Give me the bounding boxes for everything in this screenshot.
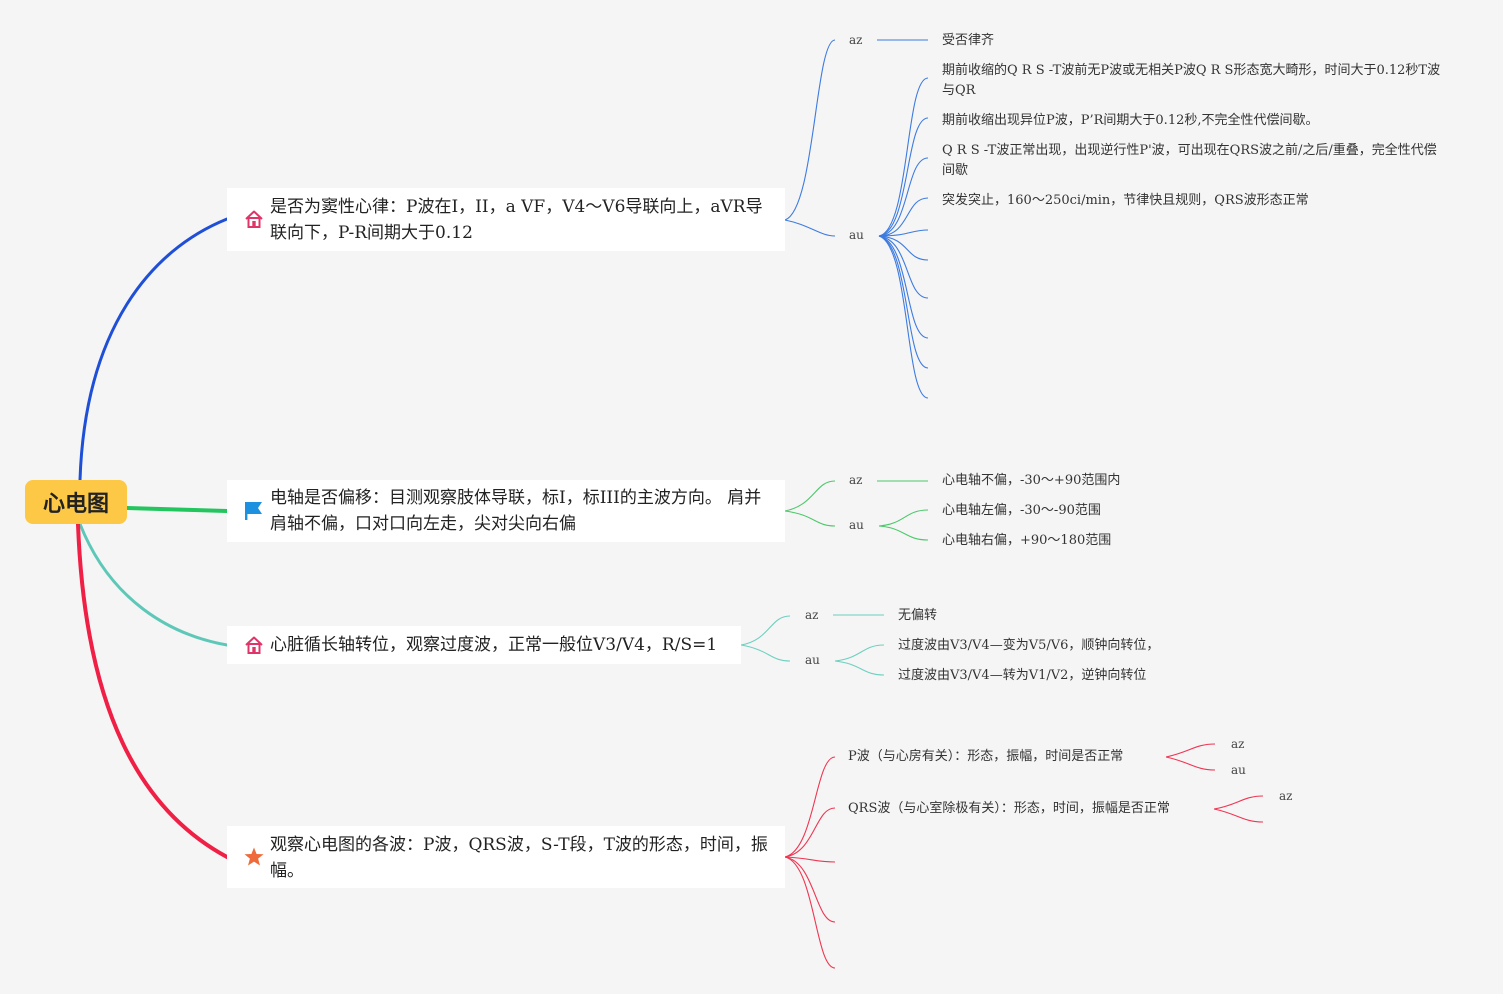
leaf-text[interactable]: 突发突止，160～250ci/min，节律快且规则，QRS波形态正常 bbox=[942, 193, 1309, 208]
key-az[interactable]: az bbox=[1279, 789, 1293, 803]
key-az[interactable]: az bbox=[1231, 737, 1245, 751]
sub-node-qrs-wave[interactable]: QRS波（与心室除极有关）：形态，时间，振幅是否正常 bbox=[848, 801, 1170, 816]
leaf-text[interactable]: Q R S -T波正常出现，出现逆行性P'波，可出现在QRS波之前/之后/重叠，… bbox=[942, 143, 1437, 178]
root-link-4 bbox=[76, 522, 229, 859]
home-icon bbox=[245, 636, 263, 654]
leaf-text[interactable]: 心电轴不偏，-30～+90范围内 bbox=[942, 473, 1121, 488]
leaf-text[interactable]: 过度波由V3/V4—转为V1/V2，逆钟向转位 bbox=[898, 668, 1147, 683]
leaf-text[interactable]: 心电轴左偏，-30～-90范围 bbox=[942, 503, 1101, 518]
branch-3-text: 心脏循长轴转位，观察过度波，正常一般位V3/V4，R/S=1 bbox=[270, 635, 718, 655]
branch-node-3[interactable]: 心脏循长轴转位，观察过度波，正常一般位V3/V4，R/S=1 bbox=[227, 626, 741, 664]
key-az[interactable]: az bbox=[805, 608, 819, 622]
key-az[interactable]: az bbox=[849, 33, 863, 47]
leaf-text[interactable]: 心电轴右偏，+90～180范围 bbox=[942, 533, 1112, 548]
leaf-text[interactable]: 过度波由V3/V4—变为V5/V6，顺钟向转位， bbox=[898, 638, 1160, 653]
flag-icon bbox=[245, 502, 262, 520]
leaf-text[interactable]: 期前收缩出现异位P波，P’R间期大于0.12秒,不完全性代偿间歇。 bbox=[942, 113, 1319, 128]
branch-1-text: 是否为窦性心律：P波在I，II，a VF，V4～V6导联向上，aVR导联向下，P… bbox=[270, 197, 763, 243]
branch-node-1[interactable]: 是否为窦性心律：P波在I，II，a VF，V4～V6导联向上，aVR导联向下，P… bbox=[227, 188, 785, 251]
root-link-3 bbox=[78, 522, 229, 647]
branch-4-text: 观察心电图的各波：P波，QRS波，S-T段，T波的形态，时间，振幅。 bbox=[270, 835, 768, 881]
star-icon bbox=[244, 847, 264, 866]
branch-node-4[interactable]: 观察心电图的各波：P波，QRS波，S-T段，T波的形态，时间，振幅。 bbox=[227, 826, 785, 888]
home-icon bbox=[245, 210, 263, 228]
branch-node-2[interactable]: 电轴是否偏移：目测观察肢体导联，标I，标III的主波方向。 肩并肩轴不偏，口对口… bbox=[227, 480, 785, 542]
root-link-2 bbox=[125, 506, 229, 513]
key-au[interactable]: au bbox=[805, 653, 820, 667]
root-link-1 bbox=[78, 217, 229, 482]
key-au[interactable]: au bbox=[849, 518, 864, 532]
leaf-text[interactable]: 期前收缩的Q R S -T波前无P波或无相关P波Q R S形态宽大畸形，时间大于… bbox=[942, 63, 1441, 98]
sub-node-p-wave[interactable]: P波（与心房有关）：形态，振幅，时间是否正常 bbox=[848, 749, 1124, 764]
key-az[interactable]: az bbox=[849, 473, 863, 487]
key-au[interactable]: au bbox=[1231, 763, 1246, 777]
root-node[interactable]: 心电图 bbox=[25, 480, 127, 524]
leaf-text[interactable]: 无偏转 bbox=[898, 608, 938, 623]
leaf-text[interactable]: 受否律齐 bbox=[942, 33, 995, 48]
key-au[interactable]: au bbox=[849, 228, 864, 242]
root-title: 心电图 bbox=[42, 492, 109, 517]
branch-2-text: 电轴是否偏移：目测观察肢体导联，标I，标III的主波方向。 肩并肩轴不偏，口对口… bbox=[270, 488, 762, 534]
